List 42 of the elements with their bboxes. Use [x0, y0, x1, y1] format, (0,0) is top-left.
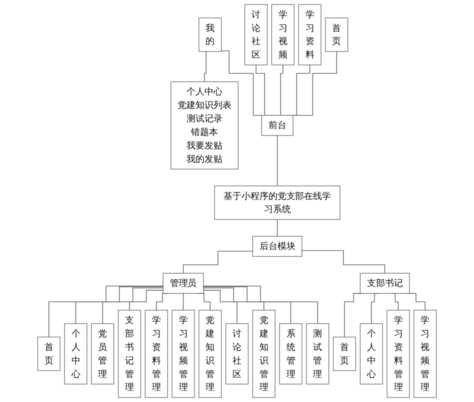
node-box — [198, 18, 222, 52]
node-box — [37, 336, 60, 371]
connector — [48, 286, 164, 338]
connector — [278, 64, 284, 116]
node-box — [414, 310, 437, 398]
connector — [75, 286, 164, 324]
node-box — [118, 310, 141, 398]
node-box — [279, 323, 302, 384]
connector — [276, 219, 278, 237]
connector — [203, 286, 318, 324]
connector — [129, 290, 164, 311]
node-box — [91, 323, 114, 384]
node-box — [298, 4, 322, 66]
node-box — [144, 310, 168, 398]
node-box — [244, 4, 268, 66]
node-box — [252, 310, 276, 398]
node-box — [226, 323, 248, 384]
node-box — [162, 272, 204, 294]
connector — [302, 250, 386, 274]
node-box — [360, 323, 383, 384]
connector — [102, 288, 164, 324]
node-box — [333, 336, 356, 371]
connector — [204, 51, 208, 82]
node-box — [172, 310, 195, 398]
node-box — [170, 81, 238, 170]
node-box — [198, 310, 222, 398]
node-box — [214, 186, 340, 220]
connector — [203, 290, 238, 324]
connector — [276, 135, 278, 186]
connector — [203, 286, 292, 324]
node-box — [261, 115, 294, 136]
node-box — [325, 18, 348, 52]
node-box — [252, 236, 302, 257]
node-box — [271, 4, 294, 66]
node-box — [64, 323, 88, 384]
connector — [182, 250, 254, 274]
connector — [203, 288, 264, 311]
node-box — [306, 323, 330, 384]
node-box — [386, 310, 410, 398]
connector — [371, 293, 378, 324]
connector — [182, 293, 184, 311]
node-box — [360, 272, 410, 294]
